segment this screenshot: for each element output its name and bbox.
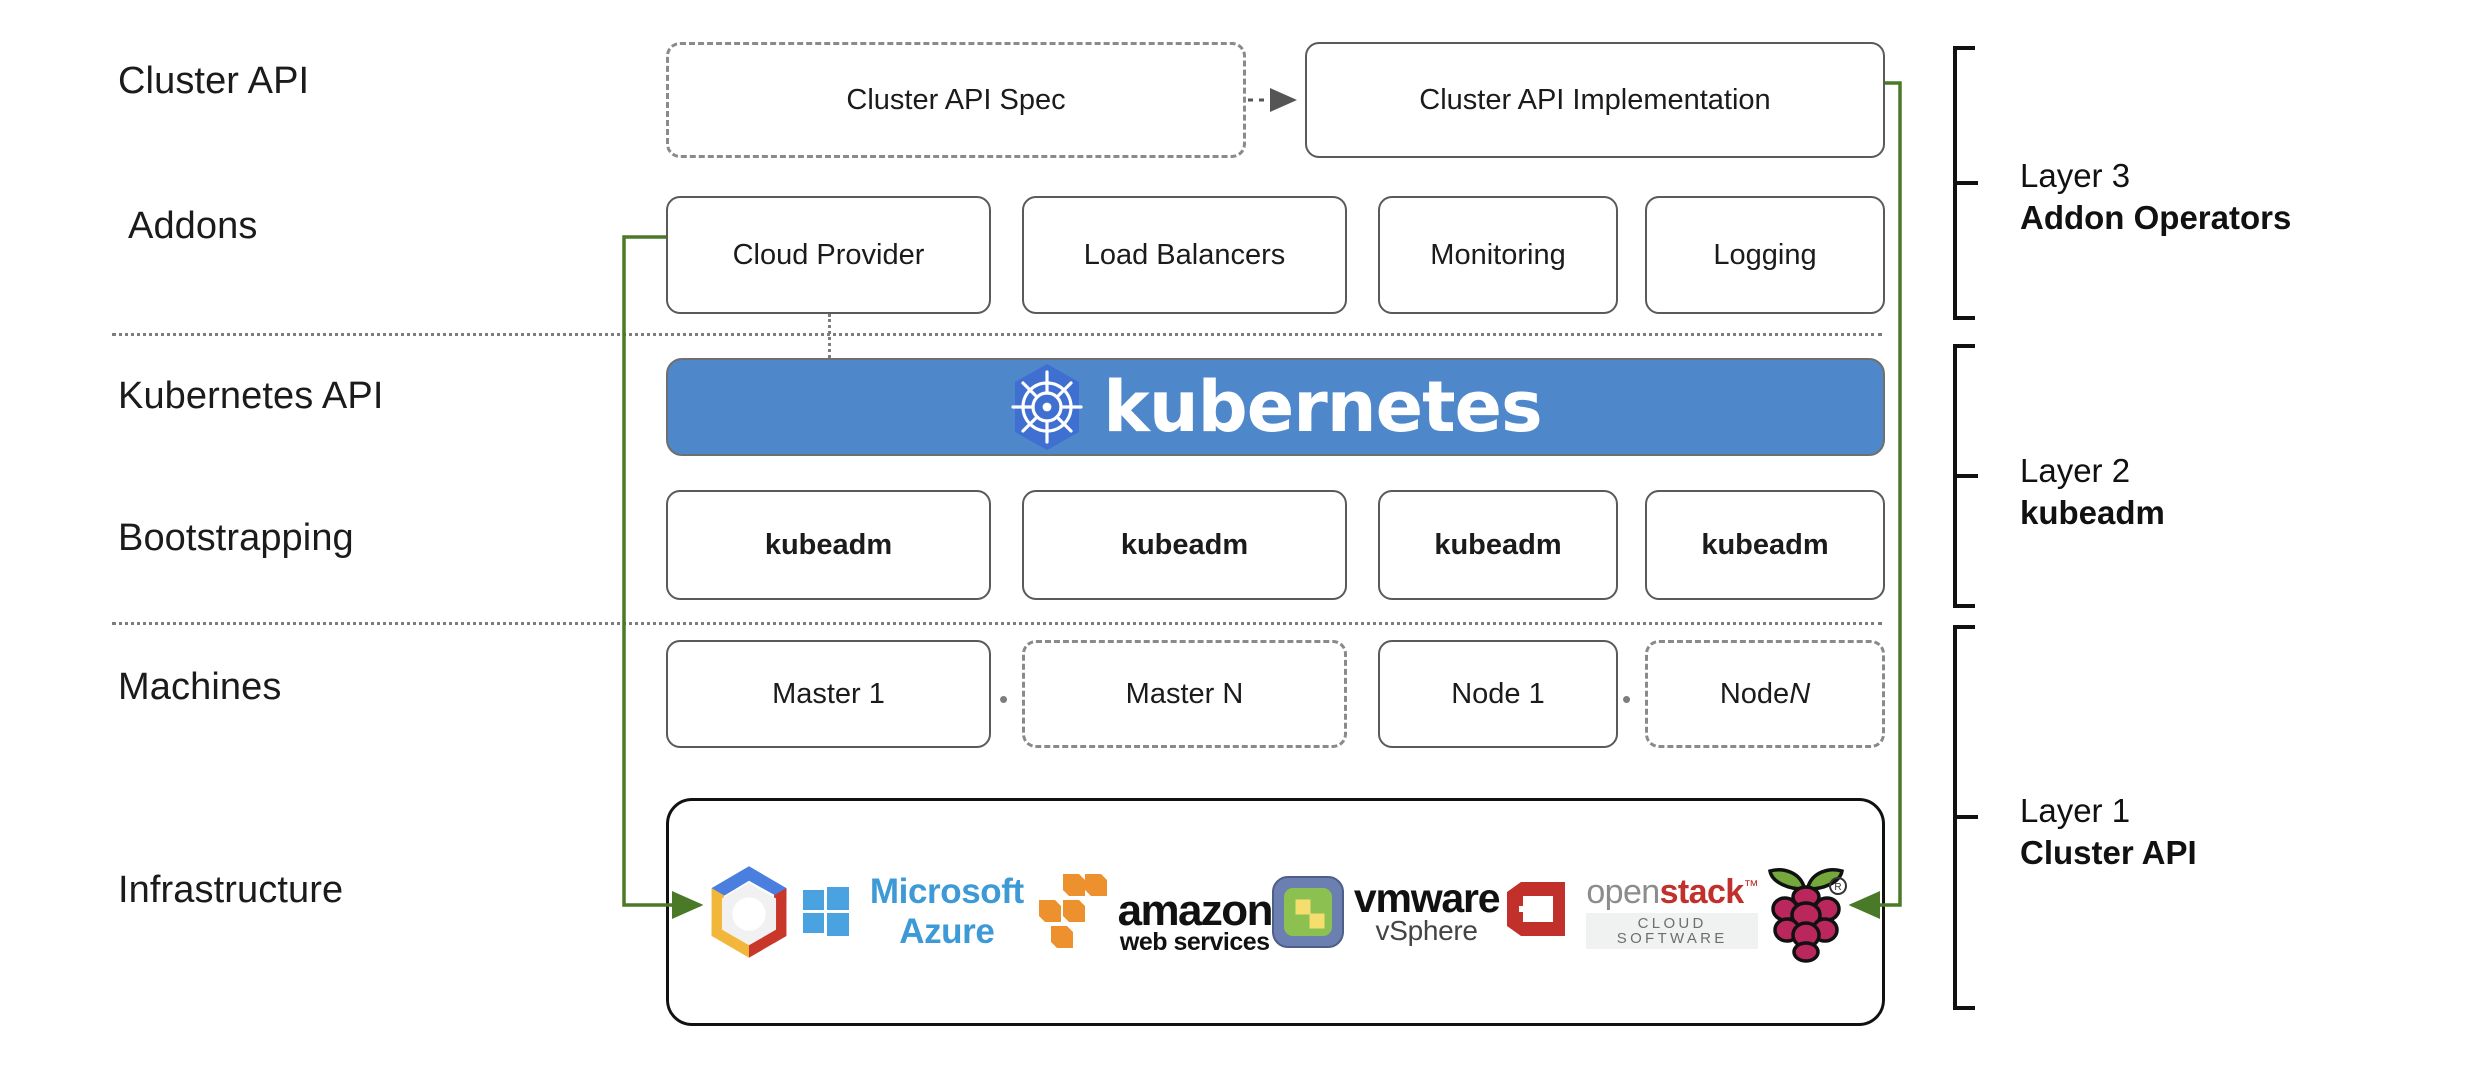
- microsoft-windows-icon: [803, 887, 849, 936]
- machine-box-node-n[interactable]: Node N: [1645, 640, 1885, 748]
- vmware-vsphere-logo: vmware vSphere: [1271, 875, 1501, 948]
- layer-2-caption: Layer 2 kubeadm: [2020, 450, 2165, 534]
- layer-1-caption: Layer 1 Cluster API: [2020, 790, 2197, 874]
- aws-cubes-icon: [1038, 874, 1107, 948]
- layer-3-subtitle: Addon Operators: [2020, 199, 2292, 237]
- layer-2-name: Layer 2: [2020, 452, 2131, 489]
- cluster-api-spec-box[interactable]: Cluster API Spec: [666, 42, 1246, 158]
- bootstrap-box-kubeadm-1[interactable]: kubeadm: [666, 490, 991, 600]
- separator-layer2-layer1: [112, 622, 1882, 625]
- kubernetes-api-band[interactable]: kubernetes: [666, 358, 1885, 456]
- raspberry-pi-logo-icon: R: [1758, 859, 1854, 965]
- layer-3-caption: Layer 3 Addon Operators: [2020, 155, 2291, 239]
- bootstrap-box-kubeadm-3[interactable]: kubeadm: [1378, 490, 1618, 600]
- vsphere-sublabel: vSphere: [1375, 915, 1479, 947]
- layer-2-subtitle: kubeadm: [2020, 494, 2165, 532]
- cluster-api-implementation-box[interactable]: Cluster API Implementation: [1305, 42, 1885, 158]
- row-label-cluster-api: Cluster API: [118, 60, 310, 102]
- openstack-logo: openstack™ CLOUD SOFTWARE: [1499, 873, 1759, 949]
- addon-box-logging[interactable]: Logging: [1645, 196, 1885, 314]
- machine-box-node-n-index: N: [1789, 677, 1811, 710]
- layer-1-name: Layer 1: [2020, 792, 2131, 829]
- microsoft-azure-label: Microsoft Azure: [869, 872, 1024, 951]
- row-label-infrastructure: Infrastructure: [118, 869, 344, 911]
- infrastructure-box[interactable]: Microsoft Azure amazon web services: [666, 798, 1885, 1026]
- layer-2-bracket: [1953, 344, 1975, 608]
- openstack-label-open: open: [1586, 873, 1660, 911]
- addon-box-load-balancers[interactable]: Load Balancers: [1022, 196, 1347, 314]
- vmware-label: vmware: [1353, 875, 1501, 922]
- amazon-web-services-logo: amazon web services: [1033, 870, 1274, 956]
- bootstrap-box-kubeadm-4[interactable]: kubeadm: [1645, 490, 1885, 600]
- bootstrap-box-kubeadm-2[interactable]: kubeadm: [1022, 490, 1347, 600]
- google-cloud-platform-logo-icon: [697, 860, 801, 964]
- separator-layer3-layer2: [112, 333, 1882, 336]
- machine-box-node-n-label: Node: [1719, 677, 1790, 710]
- layer-3-bracket: [1953, 46, 1975, 320]
- openstack-label-stack: stack: [1659, 873, 1745, 911]
- row-label-machines: Machines: [118, 666, 282, 708]
- layer-1-subtitle: Cluster API: [2020, 834, 2197, 872]
- amazon-label: amazon: [1117, 885, 1274, 935]
- openstack-icon: [1507, 882, 1566, 936]
- row-label-bootstrapping: Bootstrapping: [118, 517, 354, 559]
- row-label-addons: Addons: [128, 205, 258, 247]
- machine-box-master-n[interactable]: Master N: [1022, 640, 1347, 748]
- addon-box-cloud-provider[interactable]: Cloud Provider: [666, 196, 991, 314]
- row-label-kubernetes-api: Kubernetes API: [118, 375, 384, 417]
- openstack-sublabel: CLOUD SOFTWARE: [1586, 913, 1758, 949]
- cloud-provider-to-kubernetes-connector: [828, 314, 831, 358]
- addon-box-monitoring[interactable]: Monitoring: [1378, 196, 1618, 314]
- layer-1-bracket: [1953, 625, 1975, 1010]
- machine-box-master-1[interactable]: Master 1: [666, 640, 991, 748]
- kubernetes-wordmark: kubernetes: [1103, 366, 1542, 448]
- svg-text:R: R: [1834, 882, 1841, 893]
- vsphere-icon: [1271, 876, 1344, 948]
- layer-3-name: Layer 3: [2020, 157, 2131, 194]
- machine-box-node-1[interactable]: Node 1: [1378, 640, 1618, 748]
- microsoft-azure-logo: Microsoft Azure: [801, 872, 1033, 952]
- kubernetes-helm-wheel-icon: [1009, 362, 1085, 452]
- amazon-web-services-sublabel: web services: [1119, 928, 1270, 956]
